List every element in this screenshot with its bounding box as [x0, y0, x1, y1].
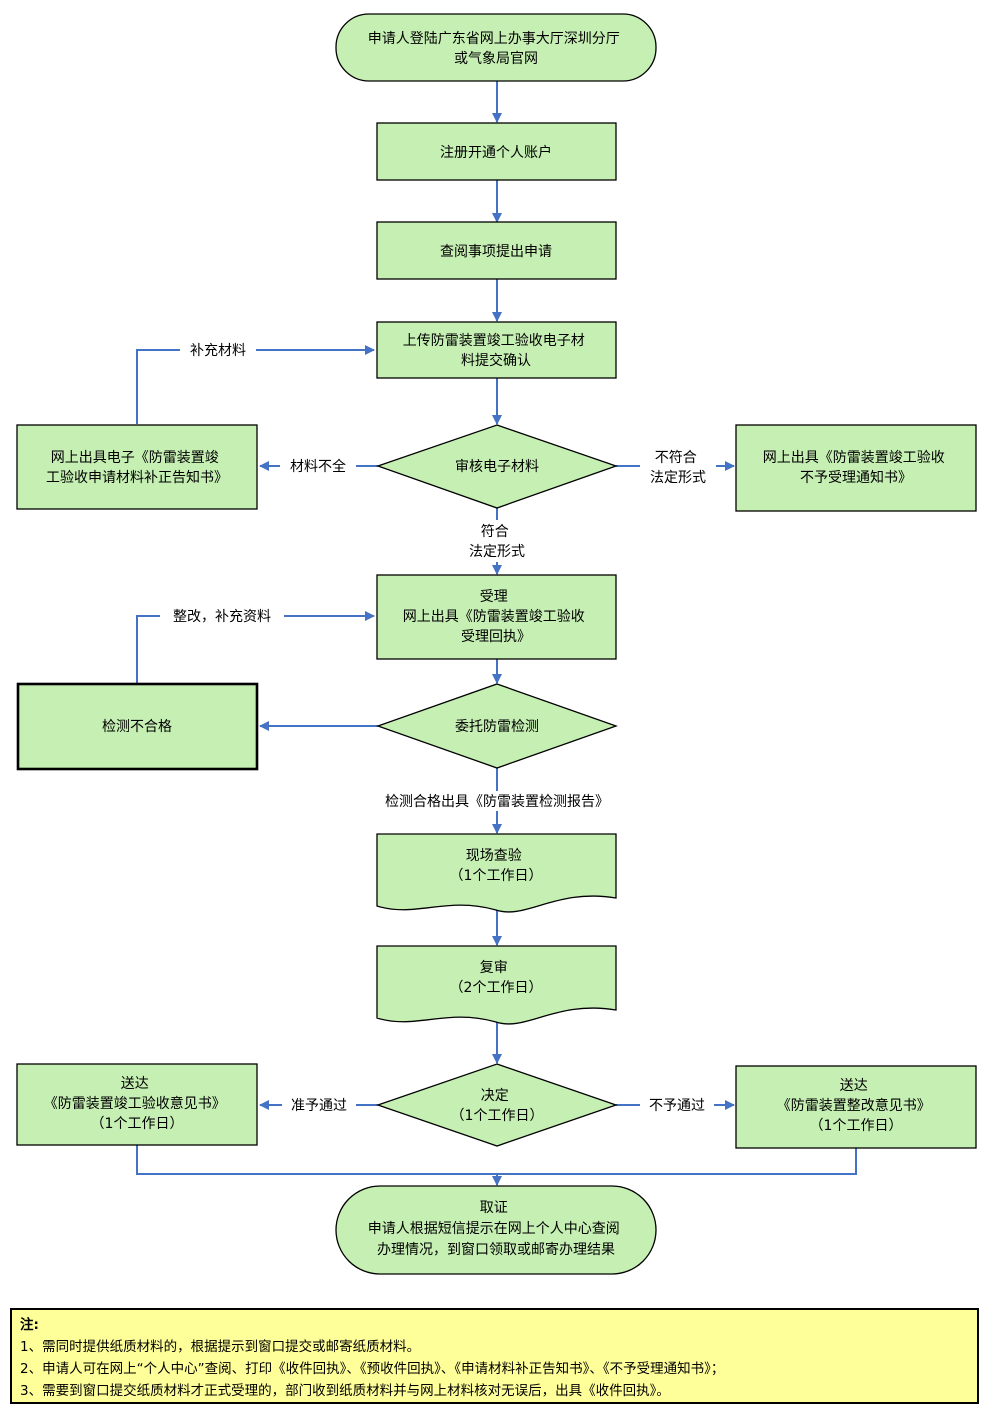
- edge-label-supplement: 补充材料: [190, 343, 246, 359]
- node-approve-doc: 送达 《防雷装置竣工验收意见书》 （1个工作日）: [16, 1063, 258, 1146]
- node-start: 申请人登陆广东省网上办事大厅深圳分厅 或气象局官网: [335, 13, 657, 82]
- node-upload: 上传防雷装置竣工验收电子材 料提交确认: [376, 321, 617, 379]
- svg-text:上传防雷装置竣工验收电子材 料提交确认: 上传防雷装置竣工验收电子材 料提交确认: [403, 333, 589, 369]
- svg-text:送达 《防雷装置竣工验收意见书》: 送达 《防雷装置竣工验收意见书》 （1个工作日）: [44, 1076, 230, 1132]
- node-detect-fail: 检测不合格: [16, 682, 259, 771]
- edge-label-not-conform: 不符合 法定形式: [650, 450, 706, 486]
- node-review: 审核电子材料: [376, 424, 618, 509]
- svg-text:注册开通个人账户: 注册开通个人账户: [440, 144, 552, 161]
- svg-text:委托防雷检测: 委托防雷检测: [455, 719, 539, 735]
- node-register: 注册开通个人账户: [376, 122, 617, 181]
- node-onsite: 现场查验 （1个工作日）: [376, 833, 617, 913]
- notes-item: 3、需要到窗口提交纸质材料才正式受理的，部门收到纸质材料并与网上材料核对无误后，…: [20, 1383, 670, 1399]
- svg-text:受理 网上出具《防雷装置竣工验收: 受理 网上出具《防雷装置竣工验收 受理回执》: [403, 589, 589, 645]
- edge-label-approve: 准予通过: [291, 1098, 347, 1114]
- svg-text:复审 （2个工作日）: 复审 （2个工作日）: [450, 959, 543, 996]
- edge-supplement-loop: [136, 345, 375, 424]
- svg-text:送达 《防雷装置整改意见书》: 送达 《防雷装置整改意见书》 （1个工作日）: [777, 1078, 935, 1134]
- node-rectify-doc: 送达 《防雷装置整改意见书》 （1个工作日）: [735, 1065, 977, 1149]
- edge-rectify-loop: [136, 611, 375, 683]
- notes-title: 注:: [20, 1317, 39, 1333]
- node-decision: 决定 （1个工作日）: [376, 1063, 618, 1147]
- svg-text:决定 （1个工作日）: 决定 （1个工作日）: [451, 1088, 544, 1124]
- node-recheck: 复审 （2个工作日）: [376, 945, 617, 1025]
- node-accept: 受理 网上出具《防雷装置竣工验收 受理回执》: [376, 574, 617, 660]
- svg-text:取证 申请人根据短信提示在网上个人中心查阅: 取证 申请人根据短信提示在网上个人中心查阅 办理情况，到窗口领取或邮寄办理结果: [368, 1200, 624, 1258]
- node-pickup: 取证 申请人根据短信提示在网上个人中心查阅 办理情况，到窗口领取或邮寄办理结果: [335, 1185, 657, 1275]
- node-apply: 查阅事项提出申请: [376, 221, 617, 280]
- edge-label-incomplete: 材料不全: [290, 458, 346, 475]
- svg-text:网上出具《防雷装置竣工验收 不予受理通知书》: 网上出具《防雷装置竣工验收 不予受理通知书》: [763, 450, 949, 486]
- svg-text:申请人登陆广东省网上办事大厅深圳分厅 或气象: 申请人登陆广东省网上办事大厅深圳分厅 或气象局官网: [368, 31, 624, 67]
- notes-item: 2、申请人可在网上“个人中心”查阅、打印《收件回执》、《预收件回执》、《申请材料…: [20, 1361, 725, 1377]
- edge-approve-pickup: [136, 1145, 497, 1175]
- node-reject-notice: 网上出具《防雷装置竣工验收 不予受理通知书》: [735, 424, 977, 512]
- svg-text:查阅事项提出申请: 查阅事项提出申请: [440, 244, 552, 260]
- node-detect: 委托防雷检测: [376, 683, 618, 769]
- svg-text:检测不合格: 检测不合格: [102, 719, 172, 735]
- notes-item: 1、需同时提供纸质材料的，根据提示到窗口提交或邮寄纸质材料。: [20, 1339, 421, 1355]
- edge-rectify-pickup: [497, 1148, 857, 1175]
- edge-label-pass-report: 检测合格出具《防雷装置检测报告》: [385, 794, 609, 810]
- edge-label-disapprove: 不予通过: [649, 1098, 705, 1114]
- edge-label-conform: 符合 法定形式: [469, 524, 525, 560]
- svg-text:网上出具电子《防雷装置竣 工验收申请材料补正: 网上出具电子《防雷装置竣 工验收申请材料补正告知书》: [46, 450, 228, 486]
- svg-text:现场查验 （1个工作日）: 现场查验 （1个工作日）: [450, 848, 543, 884]
- svg-text:审核电子材料: 审核电子材料: [455, 459, 539, 475]
- edge-label-rectify: 整改，补充资料: [173, 609, 271, 625]
- node-supplement-notice: 网上出具电子《防雷装置竣 工验收申请材料补正告知书》: [16, 424, 258, 510]
- notes-box: 注: 1、需同时提供纸质材料的，根据提示到窗口提交或邮寄纸质材料。 2、申请人可…: [10, 1308, 979, 1404]
